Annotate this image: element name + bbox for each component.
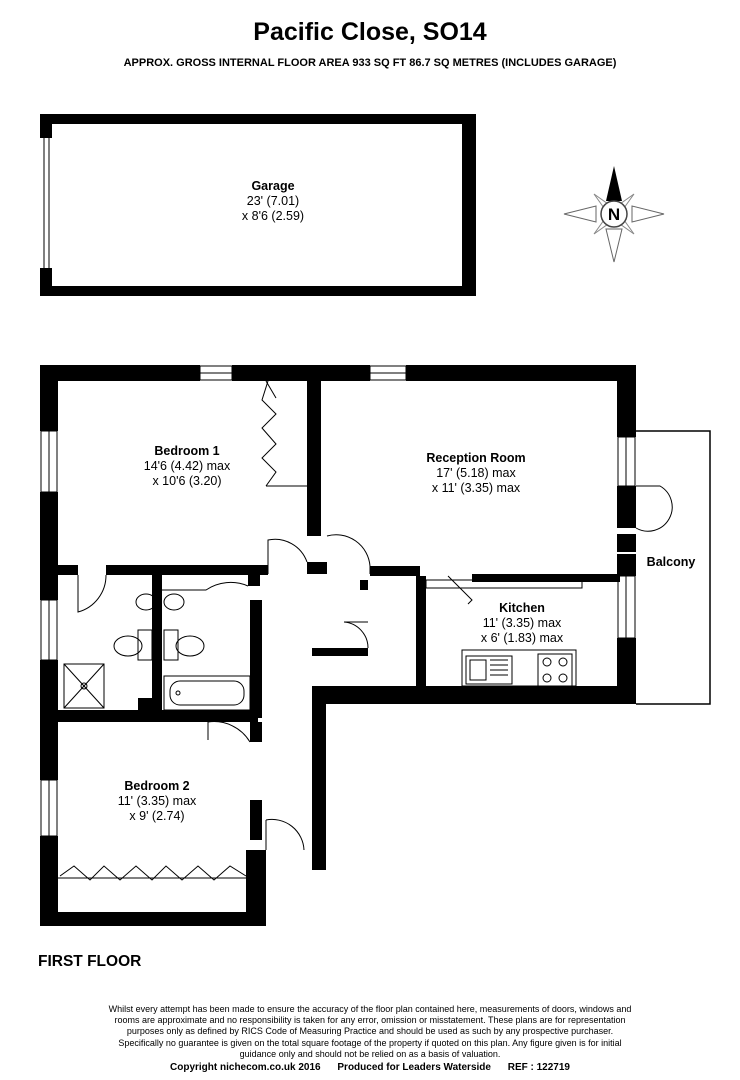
bedroom-1-name: Bedroom 1: [154, 444, 219, 458]
reception-room-name: Reception Room: [426, 451, 525, 465]
flat-walls: [40, 365, 636, 926]
door-swings: [77, 485, 673, 851]
bedroom-2-dim-1: 11' (3.35) max: [118, 794, 197, 808]
disclaimer-line: Whilst every attempt has been made to en…: [108, 1004, 632, 1014]
floor-area-subtitle: APPROX. GROSS INTERNAL FLOOR AREA 933 SQ…: [123, 57, 617, 69]
disclaimer-line: rooms are approximate and no responsibil…: [114, 1015, 626, 1026]
bathroom-fixtures: [63, 593, 251, 711]
footer-credits: Copyright nichecom.co.uk 2016 Produced f…: [0, 1062, 740, 1073]
reference-text: REF : 122719: [507, 1062, 570, 1073]
compass-rose-icon: N: [563, 166, 665, 263]
garage-name: Garage: [251, 179, 294, 193]
garage-dim-1: 23' (7.01): [247, 194, 299, 208]
bedroom-1-dim-2: x 10'6 (3.20): [152, 474, 221, 488]
kitchen-name: Kitchen: [499, 601, 545, 615]
disclaimer-line: purposes only as defined by RICS Code of…: [126, 1026, 614, 1037]
balcony-name: Balcony: [647, 555, 696, 569]
balcony: Balcony: [636, 430, 711, 705]
garage: Garage 23' (7.01) x 8'6 (2.59): [40, 114, 476, 296]
disclaimer-line: guidance only and should not be relied o…: [239, 1048, 501, 1059]
compass-north-label: N: [608, 205, 620, 224]
bedroom-1-dim-1: 14'6 (4.42) max: [144, 459, 231, 473]
floor-label: FIRST FLOOR: [38, 953, 142, 970]
bedroom-2-name: Bedroom 2: [124, 779, 189, 793]
plan-title: Pacific Close, SO14: [253, 18, 487, 46]
bedroom-2: Bedroom 2 11' (3.35) max x 9' (2.74): [118, 779, 197, 823]
bedroom-2-dim-2: x 9' (2.74): [129, 809, 184, 823]
disclaimer: Whilst every attempt has been made to en…: [80, 1004, 660, 1060]
disclaimer-line: Specifically no guarantee is given on th…: [118, 1037, 622, 1048]
garage-dim-2: x 8'6 (2.59): [242, 209, 304, 223]
kitchen: Kitchen 11' (3.35) max x 6' (1.83) max: [481, 601, 564, 645]
wardrobe-bifold-doors: [58, 380, 307, 881]
bedroom-1: Bedroom 1 14'6 (4.42) max x 10'6 (3.20): [144, 444, 231, 488]
produced-for-text: Produced for Leaders Waterside: [337, 1062, 491, 1073]
kitchen-fixtures: [425, 579, 583, 687]
kitchen-dim-1: 11' (3.35) max: [483, 616, 562, 630]
copyright-text: Copyright nichecom.co.uk 2016: [170, 1062, 321, 1073]
reception-room: Reception Room 17' (5.18) max x 11' (3.3…: [426, 451, 525, 495]
reception-room-dim-1: 17' (5.18) max: [436, 466, 516, 480]
windows: [40, 365, 636, 837]
kitchen-dim-2: x 6' (1.83) max: [481, 631, 564, 645]
reception-room-dim-2: x 11' (3.35) max: [432, 481, 521, 495]
